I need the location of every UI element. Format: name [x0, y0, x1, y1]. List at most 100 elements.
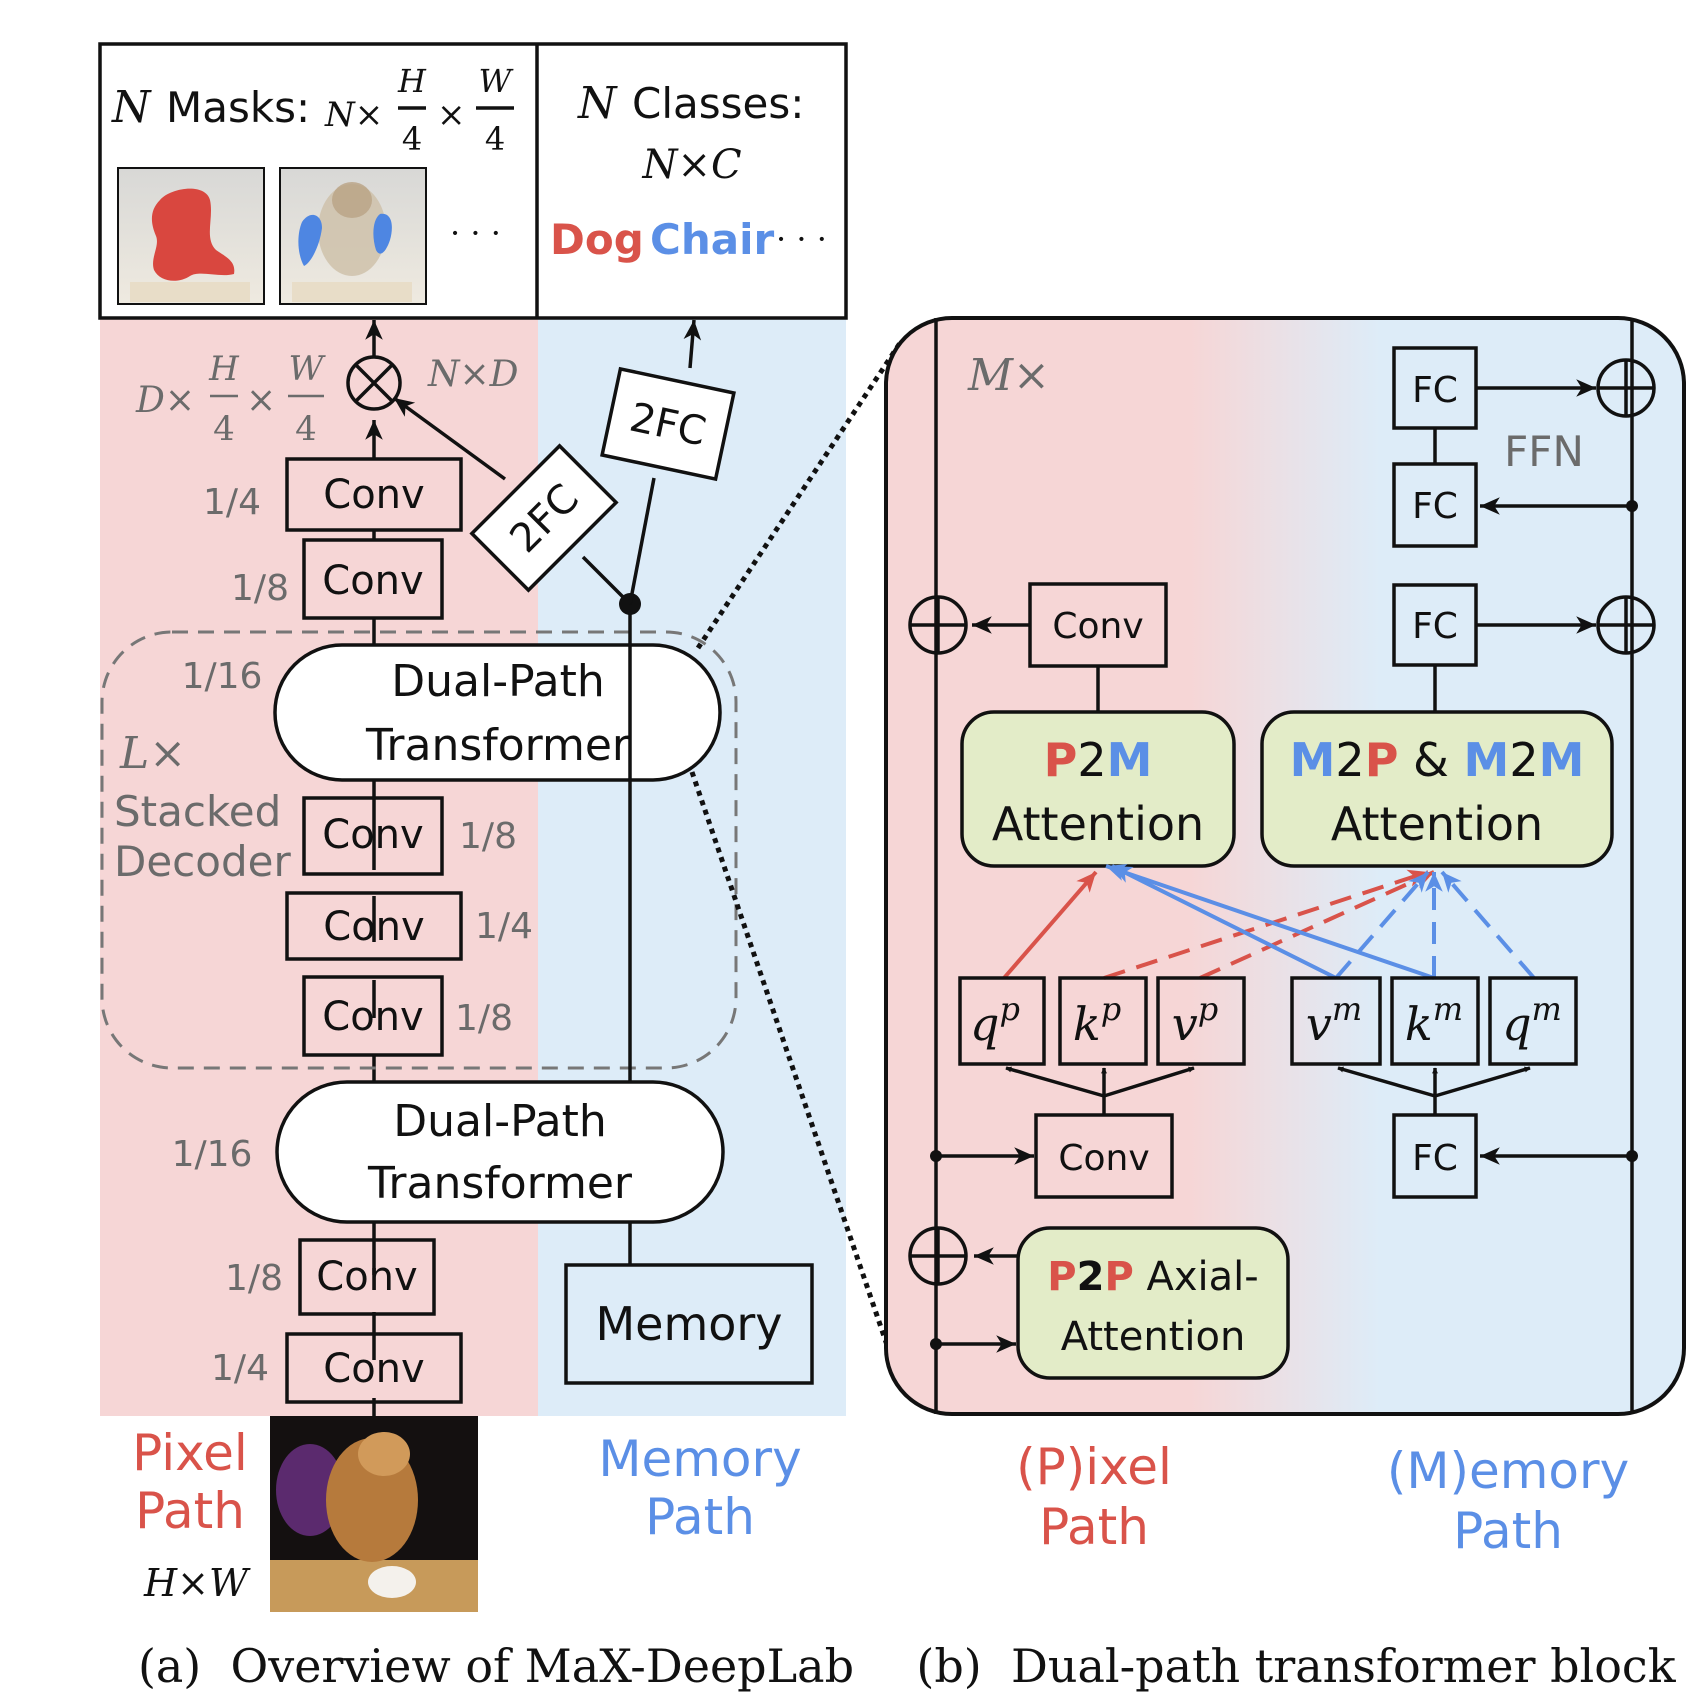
scale-dpt-bottom-1-16: 1/16 — [172, 1134, 253, 1175]
svg-text:Conv: Conv — [1052, 606, 1143, 647]
scale-dpt-top-1-16: 1/16 — [182, 656, 263, 697]
conv-box-stack-1-8-upper: Conv — [302, 796, 444, 876]
svg-text:Memory: Memory — [595, 1297, 782, 1351]
svg-text:Attention: Attention — [992, 797, 1204, 851]
svg-text:Attention: Attention — [1331, 797, 1543, 851]
svg-text:Attention: Attention — [1061, 1314, 1246, 1360]
block-memory-path-line2: Path — [1453, 1502, 1563, 1560]
conv-box-upper-1-8: Conv — [302, 538, 444, 620]
vm-box: vm — [1290, 976, 1382, 1066]
svg-text:Conv: Conv — [322, 812, 423, 858]
stacked-line1: Stacked — [114, 787, 281, 836]
feature-D-prefix: D× — [135, 380, 195, 421]
classes-ellipsis: · · · — [776, 220, 827, 258]
svg-text:FC: FC — [1412, 370, 1458, 411]
class-dog: Dog — [550, 215, 644, 264]
scale-stack-1-4: 1/4 — [475, 906, 533, 947]
input-size: H×W — [143, 1561, 251, 1605]
p2p-axial-attention-box: P2P Axial- Attention — [1016, 1226, 1290, 1380]
svg-text:M2P & M2M: M2P & M2M — [1290, 733, 1585, 787]
outputs-box — [98, 42, 848, 320]
scale-stack-1-8-upper: 1/8 — [459, 816, 517, 857]
svg-text:H: H — [208, 349, 240, 389]
stacked-L: L× — [119, 728, 186, 779]
scale-bottom-1-8: 1/8 — [225, 1258, 283, 1299]
classes-label: Classes: — [632, 79, 804, 128]
memory-path-line2: Path — [645, 1488, 755, 1546]
memory-box: Memory — [564, 1263, 814, 1385]
svg-text:kp: kp — [1073, 990, 1121, 1051]
svg-text:qm: qm — [1502, 990, 1562, 1051]
svg-text:FC: FC — [1412, 486, 1458, 527]
m2p-m2m-attention-box: M2P & M2M Attention — [1260, 710, 1614, 868]
svg-text:Conv: Conv — [323, 904, 424, 950]
svg-text:vm: vm — [1306, 990, 1362, 1051]
svg-text:Transformer: Transformer — [365, 720, 631, 771]
svg-text:P2M: P2M — [1044, 733, 1153, 787]
caption-a: (a) Overview of MaX-DeepLab — [138, 1639, 854, 1693]
masks-label: Masks: — [166, 83, 310, 132]
conv-box-stack-1-4: Conv — [285, 891, 463, 961]
masks-times: × — [437, 95, 466, 135]
block-repeat: M× — [967, 350, 1050, 401]
add-operator-ffn — [1596, 358, 1656, 418]
svg-text:vp: vp — [1172, 990, 1218, 1051]
stacked-decoder-region — [100, 630, 738, 1070]
dual-path-transformer-top: Dual-Path Transformer — [273, 643, 722, 782]
twofc-box-classes: 2FC — [600, 366, 736, 482]
qm-box: qm — [1488, 976, 1578, 1066]
add-operator-p2m — [908, 595, 968, 655]
add-operator-m2p — [1596, 595, 1656, 655]
pixel-path-background — [100, 318, 538, 1416]
masks-frac-4a: 4 — [402, 120, 422, 158]
multiply-operator — [346, 355, 402, 411]
svg-text:Transformer: Transformer — [367, 1158, 633, 1209]
masks-N: N — [111, 82, 152, 133]
svg-text:Conv: Conv — [1058, 1138, 1149, 1179]
conv-box-bottom-1-4: Conv — [285, 1332, 463, 1404]
mask-thumbnail-dog — [117, 167, 265, 305]
svg-text:Conv: Conv — [316, 1254, 417, 1300]
dual-path-transformer-bottom: Dual-Path Transformer — [275, 1080, 725, 1224]
conv-box-qkv: Conv — [1034, 1113, 1174, 1199]
classes-N: N — [577, 78, 618, 129]
add-operator-p2p — [908, 1226, 968, 1286]
svg-text:×: × — [246, 380, 276, 421]
pixel-path-line2: Path — [135, 1482, 245, 1540]
masks-frac-4b: 4 — [485, 120, 505, 158]
svg-text:FC: FC — [1412, 1138, 1458, 1179]
svg-text:Conv: Conv — [323, 1346, 424, 1392]
qp-box: qp — [958, 976, 1046, 1066]
svg-text:FC: FC — [1412, 606, 1458, 647]
caption-b: (b) Dual-path transformer block — [916, 1639, 1676, 1693]
conv-box-stack-1-8-lower: Conv — [302, 975, 444, 1057]
masks-ellipsis: · · · — [450, 214, 501, 252]
svg-text:4: 4 — [295, 409, 317, 449]
p2m-attention-box: P2M Attention — [960, 710, 1236, 868]
ffn-label: FFN — [1504, 427, 1584, 476]
class-chair: Chair — [650, 215, 774, 264]
masks-formula-prefix: N× — [324, 95, 383, 135]
memory-path-line1: Memory — [598, 1430, 801, 1488]
block-pixel-path-line1: (P)ixel — [1016, 1438, 1172, 1496]
pixel-path-line1: Pixel — [132, 1424, 248, 1482]
svg-text:km: km — [1405, 990, 1463, 1051]
conv-box-upper-1-4: Conv — [285, 457, 463, 532]
svg-text:Conv: Conv — [322, 558, 423, 604]
svg-text:4: 4 — [213, 409, 235, 449]
feature-ND: N×D — [427, 354, 519, 395]
conv-box-bottom-1-8: Conv — [298, 1238, 436, 1316]
stacked-line2: Decoder — [114, 837, 291, 886]
scale-upper-1-8: 1/8 — [231, 568, 289, 609]
masks-frac-H: H — [397, 62, 427, 100]
scale-bottom-1-4: 1/4 — [211, 1348, 269, 1389]
block-memory-path-line1: (M)emory — [1387, 1442, 1629, 1500]
block-pixel-path-line2: Path — [1039, 1498, 1149, 1556]
svg-text:qp: qp — [970, 990, 1020, 1051]
svg-text:Dual-Path: Dual-Path — [393, 1096, 607, 1147]
km-box: km — [1390, 976, 1480, 1066]
svg-text:W: W — [289, 349, 327, 389]
svg-text:Conv: Conv — [322, 994, 423, 1040]
input-image — [270, 1416, 478, 1612]
